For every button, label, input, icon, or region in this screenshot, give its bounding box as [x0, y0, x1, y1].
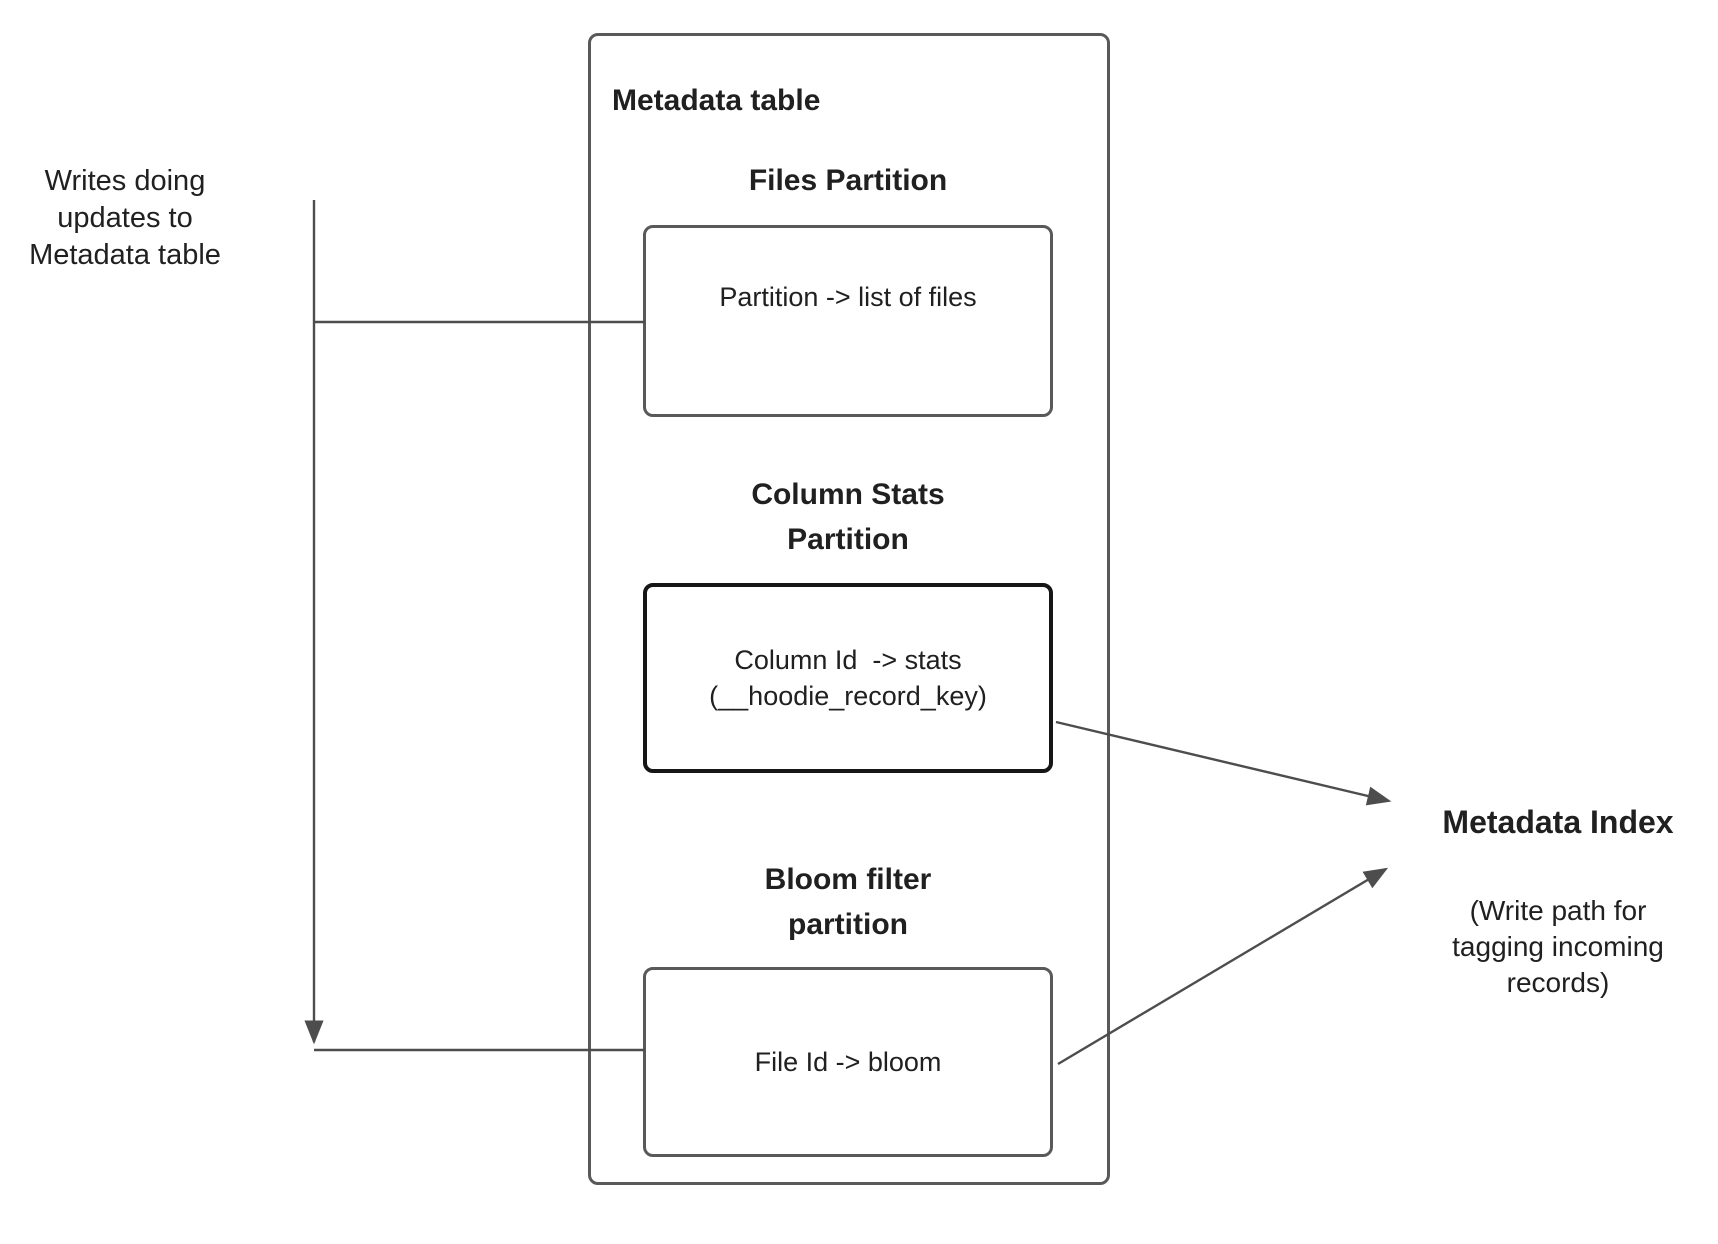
metadata-index-title: Metadata Index [1442, 804, 1674, 840]
metadata-table-title: Metadata table [612, 84, 821, 117]
files-partition-mapping-text: Partition -> list of files [719, 282, 977, 312]
metadata-index-caption: (Write path for tagging incoming records… [1452, 895, 1664, 998]
bloom-filter-partition-box: File Id -> bloom [643, 967, 1053, 1157]
column-stats-partition-box: Column Id -> stats (__hoodie_record_key) [643, 583, 1053, 773]
files-partition-box: Partition -> list of files [643, 225, 1053, 417]
bloom-filter-partition-heading: Bloom filter partition [764, 863, 932, 941]
column-stats-partition-heading: Column Stats Partition [751, 478, 945, 556]
files-partition-heading: Files Partition [748, 164, 948, 197]
bloom-filter-partition-mapping-text: File Id -> bloom [754, 1047, 942, 1077]
metadata-table-box [588, 33, 1110, 1185]
column-stats-partition-mapping-text: Column Id -> stats (__hoodie_record_key) [709, 645, 987, 711]
writes-annotation-label: Writes doing updates to Metadata table [29, 165, 221, 271]
